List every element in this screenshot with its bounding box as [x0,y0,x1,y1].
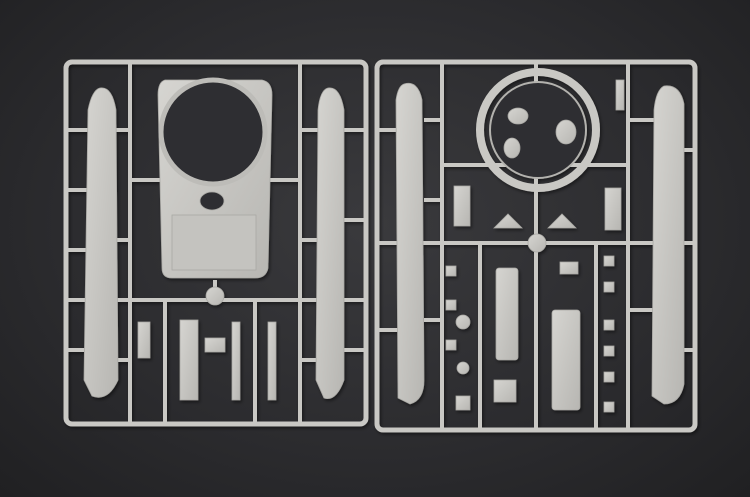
turret-ring-opening [158,77,268,187]
small-part [551,309,581,411]
small-part [204,337,226,353]
small-part [493,379,517,403]
hatch-opening [199,191,225,211]
right-sprue [374,59,698,433]
small-part [179,319,199,401]
small-part [555,119,577,145]
left-sprue [63,59,369,427]
small-part [495,267,519,361]
small-part [456,361,470,375]
small-part [231,321,241,401]
right-track-guard-part [395,82,425,405]
small-part [604,187,622,231]
turret-ring-part [476,68,600,192]
small-part [137,321,151,359]
small-part [503,137,521,159]
small-part [455,314,471,330]
small-part [507,107,529,125]
engine-deck-detail [171,214,257,271]
right-track-guard-part-2 [651,85,685,405]
small-part [547,213,577,229]
left-sprue-frame [63,59,369,427]
small-part [453,185,471,227]
small-part [267,321,277,401]
left-track-guard-part [83,87,119,398]
small-parts-column [445,79,625,413]
small-part [455,395,471,411]
sprue-gate [205,286,225,306]
sprue-gate [527,233,547,253]
left-track-guard-part-2 [315,87,345,399]
small-part [493,213,523,229]
right-sprue-frame [374,59,698,433]
